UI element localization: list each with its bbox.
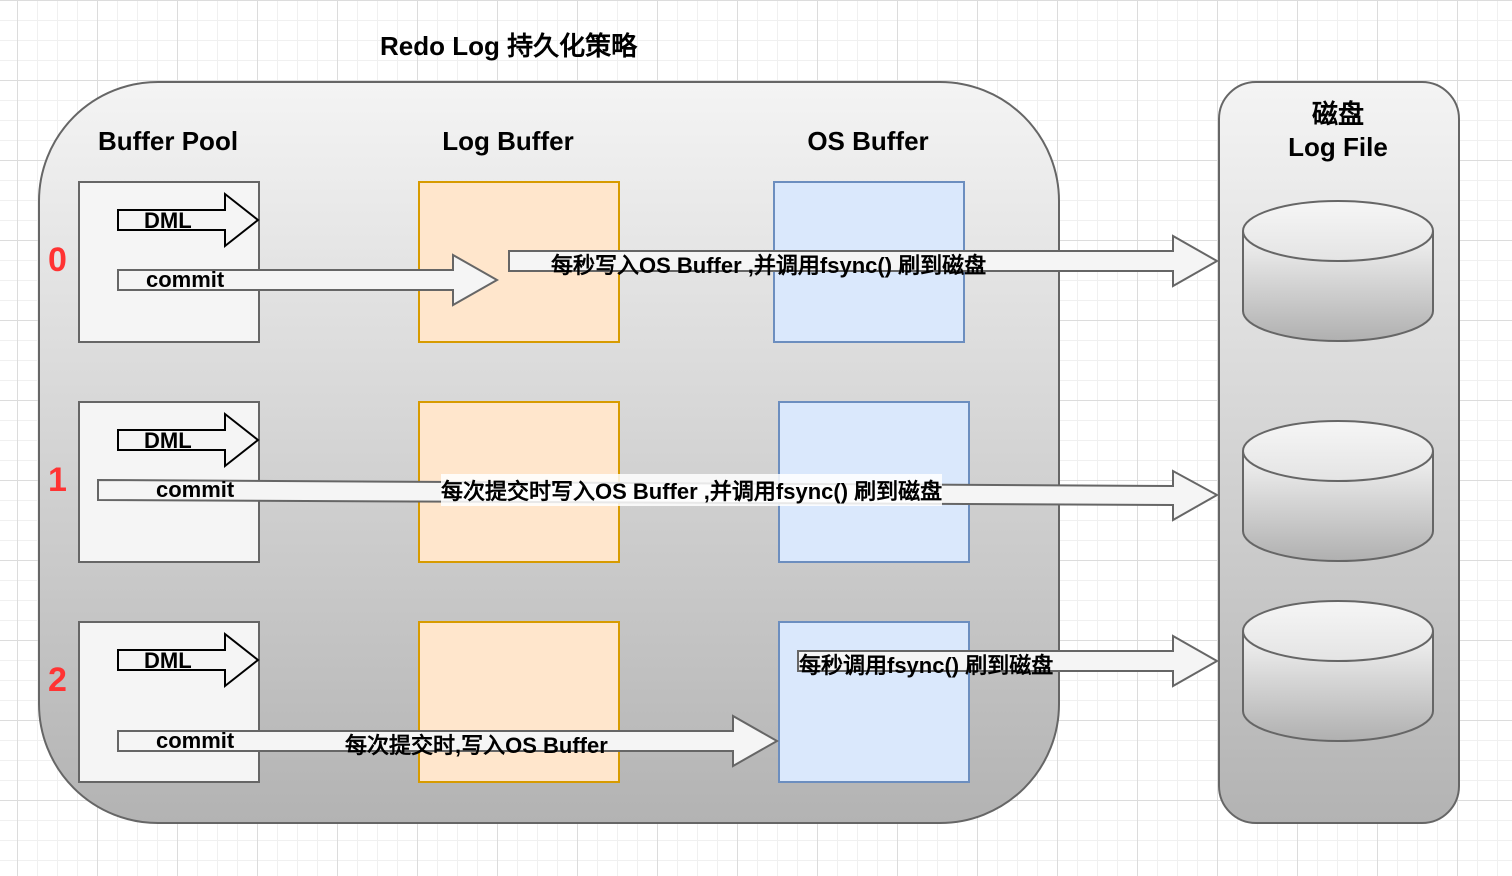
commit-arrow-0 xyxy=(117,253,500,307)
os-buffer-box-2 xyxy=(778,621,970,783)
log-buffer-heading: Log Buffer xyxy=(442,126,574,156)
dml-arrow-2 xyxy=(117,631,260,689)
disk-heading-line2: Log File xyxy=(1288,132,1388,162)
dml-arrow-0 xyxy=(117,191,260,249)
diagram-title: Redo Log 持久化策略 xyxy=(380,31,638,61)
dml-label-0: DML xyxy=(144,208,192,233)
row-number-1: 1 xyxy=(48,461,67,499)
dml-arrow-1 xyxy=(117,411,260,469)
commit-label-0: commit xyxy=(146,267,225,292)
flush-arrow-2 xyxy=(797,634,1220,688)
flush-label-1: 每次提交时写入OS Buffer ,并调用fsync() 刷到磁盘 xyxy=(441,474,943,506)
disk-heading: 磁盘 Log File xyxy=(1218,98,1458,164)
flush-label-0: 每秒写入OS Buffer ,并调用fsync() 刷到磁盘 xyxy=(551,253,987,278)
row-number-2: 2 xyxy=(48,661,67,699)
log-file-cylinder-1 xyxy=(1242,420,1434,562)
log-file-cylinder-2 xyxy=(1242,600,1434,742)
os-buffer-heading: OS Buffer xyxy=(807,126,929,156)
dml-label-2: DML xyxy=(144,648,192,673)
buffer-pool-heading: Buffer Pool xyxy=(97,126,239,156)
commit-label-2: commit xyxy=(156,728,235,753)
flush-label-2: 每秒调用fsync() 刷到磁盘 xyxy=(799,653,1054,678)
log-file-cylinder-0 xyxy=(1242,200,1434,342)
flush-arrow-0 xyxy=(508,234,1220,288)
dml-label-1: DML xyxy=(144,428,192,453)
disk-heading-line1: 磁盘 xyxy=(1311,99,1364,129)
row-number-0: 0 xyxy=(48,241,67,279)
commit-write-arrow-2 xyxy=(117,714,780,768)
write-label-2: 每次提交时,写入OS Buffer xyxy=(345,733,608,758)
commit-label-1: commit xyxy=(156,477,235,502)
log-buffer-box-2 xyxy=(418,621,620,783)
